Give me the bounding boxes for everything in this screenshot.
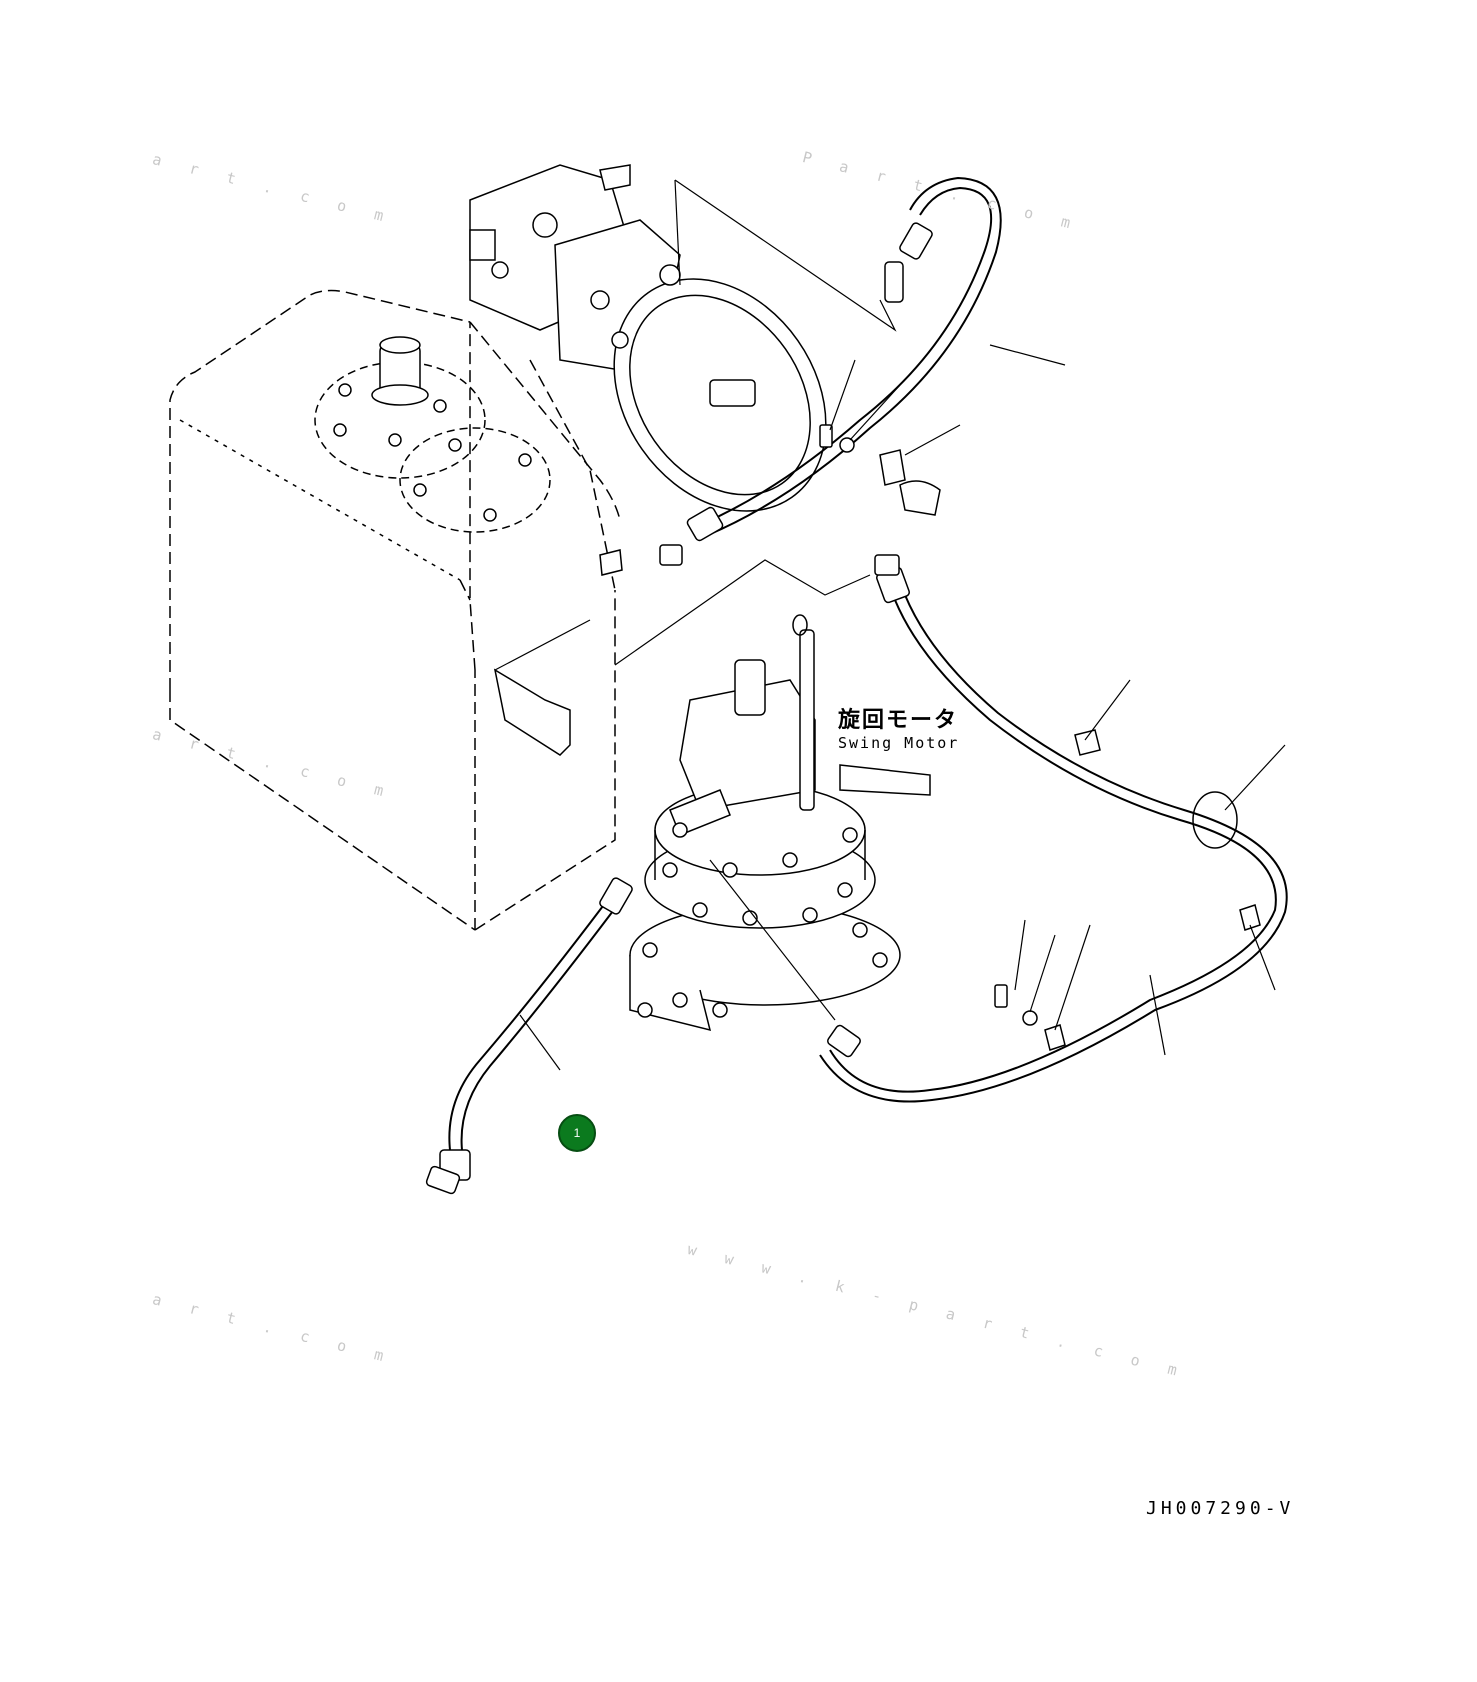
tank-filler-cap: [371, 336, 429, 406]
clamps-and-hardware: [493, 424, 1261, 1051]
drawing-reference-code: JH007290-V: [1146, 1498, 1295, 1519]
swing-motor-label-english: Swing Motor: [838, 734, 960, 752]
motor-bolts: [637, 822, 888, 1018]
leader-lines: [494, 179, 1286, 1071]
hoses: [448, 176, 1288, 1151]
main-pump: [469, 164, 827, 512]
swing-motor-label-japanese: 旋回モータ: [838, 708, 959, 733]
tank-bolts: [333, 383, 532, 522]
part-callout-1[interactable]: 1: [558, 1114, 596, 1152]
hose-fittings: [425, 222, 933, 1195]
hydraulic-tank: [169, 289, 621, 931]
